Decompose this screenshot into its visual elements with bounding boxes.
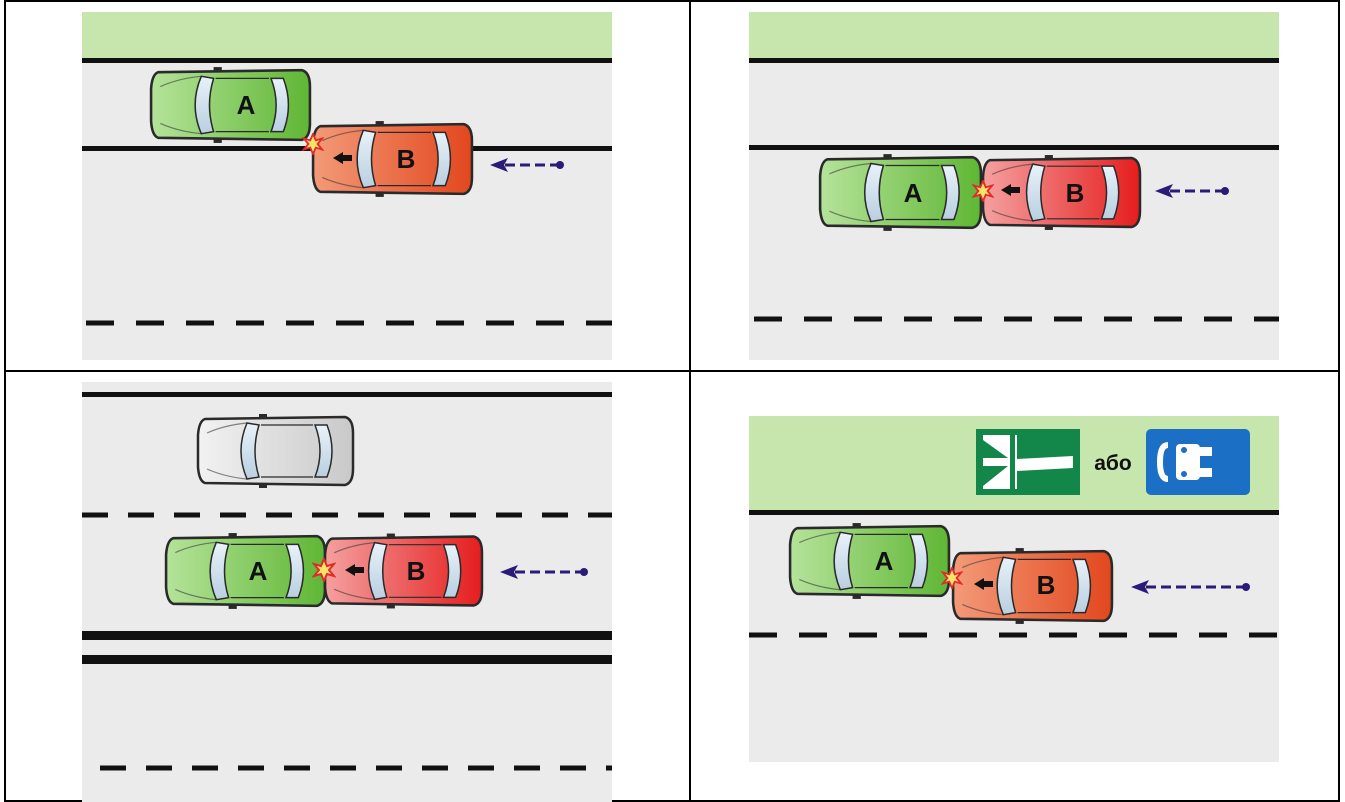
car-b-label: B xyxy=(397,144,416,174)
direction-arrow-icon xyxy=(500,565,588,579)
road-edge-line xyxy=(749,510,1279,515)
car-a: A xyxy=(788,521,951,601)
car-a: A xyxy=(818,152,983,233)
double-solid-line-lower xyxy=(82,655,612,664)
small-arrow-icon xyxy=(974,578,993,590)
car-b: B xyxy=(311,119,474,199)
double-solid-line-upper xyxy=(82,631,612,640)
direction-arrow-icon xyxy=(1131,580,1250,594)
direction-arrow-icon xyxy=(1155,184,1229,198)
panel-3: A B xyxy=(82,382,612,802)
table-borders xyxy=(4,0,1340,802)
small-arrow-icon xyxy=(333,152,352,164)
panel-2: A B xyxy=(749,12,1279,360)
car-b: B xyxy=(981,153,1142,232)
grass-verge xyxy=(82,12,612,58)
car-a-label: A xyxy=(249,556,268,586)
grass-verge xyxy=(749,12,1279,58)
car-b-label: B xyxy=(1037,570,1056,600)
road-edge-line xyxy=(749,58,1279,63)
car-b-label: B xyxy=(1066,178,1085,208)
car-b: B xyxy=(951,546,1114,626)
car-a: A xyxy=(164,531,327,611)
solid-lane-line xyxy=(749,145,1279,150)
parking-car-sign-icon xyxy=(1146,429,1250,495)
road-edge-line xyxy=(82,58,612,63)
car-b-label: B xyxy=(407,556,426,586)
panel-4: або A B xyxy=(749,416,1279,762)
or-text: або xyxy=(1094,452,1131,475)
car-a: A xyxy=(149,65,312,145)
car-a-label: A xyxy=(875,546,894,576)
small-arrow-icon xyxy=(1001,184,1020,196)
car-a-label: A xyxy=(237,90,256,120)
road-edge-line xyxy=(82,392,612,397)
other-car xyxy=(196,412,355,490)
car-a-label: A xyxy=(904,178,923,208)
car-b: B xyxy=(323,532,484,610)
panel-1: A B xyxy=(82,12,612,360)
small-arrow-icon xyxy=(345,564,364,576)
road-lanes-merge-sign-icon xyxy=(976,429,1080,495)
direction-arrow-icon xyxy=(490,158,564,172)
